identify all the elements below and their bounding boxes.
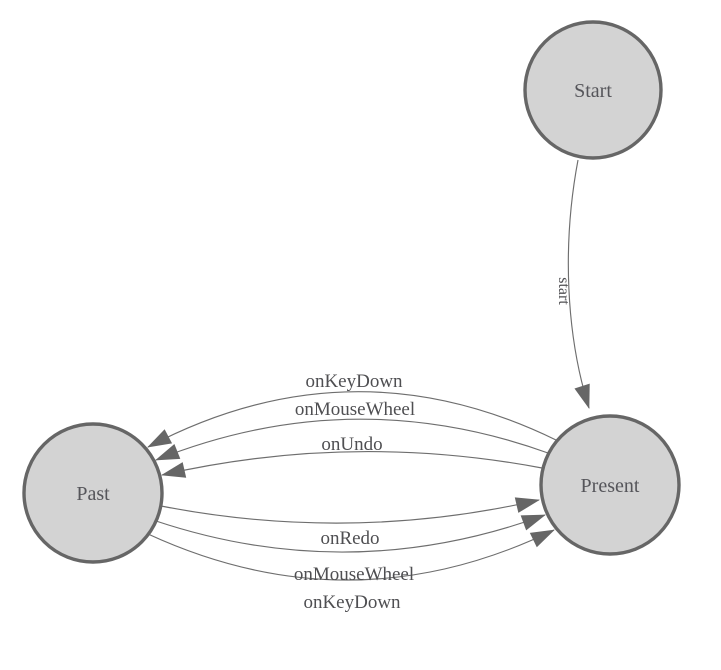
edge-label-onmousewheel-bottom: onMouseWheel: [294, 564, 414, 585]
node-past-label: Past: [76, 483, 110, 505]
node-start[interactable]: [523, 20, 663, 160]
edge-present-to-past-onundo: [161, 451, 543, 478]
edge-layer: [147, 159, 590, 581]
node-layer: Start Present Past: [22, 20, 681, 564]
node-start-label: Start: [574, 80, 612, 102]
edge-label-onmousewheel-top: onMouseWheel: [295, 399, 415, 420]
node-past[interactable]: [22, 422, 164, 564]
edge-present-to-past-onmousewheel: [155, 418, 549, 461]
edge-past-to-present-onmousewheel: [155, 514, 546, 553]
edge-label-layer: start onKeyDown onMouseWheel onUndo onRe…: [294, 277, 572, 613]
edge-past-to-present-onredo: [160, 497, 540, 524]
edge-past-to-present-onkeydown: [147, 529, 555, 581]
node-present-label: Present: [581, 475, 640, 497]
edge-label-start: start: [555, 277, 572, 305]
edge-label-onredo: onRedo: [320, 528, 379, 549]
edge-label-onundo: onUndo: [321, 434, 382, 455]
node-present[interactable]: [539, 414, 681, 556]
edge-present-to-past-onkeydown: [147, 391, 557, 448]
edge-label-onkeydown-top: onKeyDown: [305, 371, 403, 392]
edge-label-onkeydown-bottom: onKeyDown: [303, 592, 401, 613]
edge-start-to-present: [567, 159, 590, 409]
